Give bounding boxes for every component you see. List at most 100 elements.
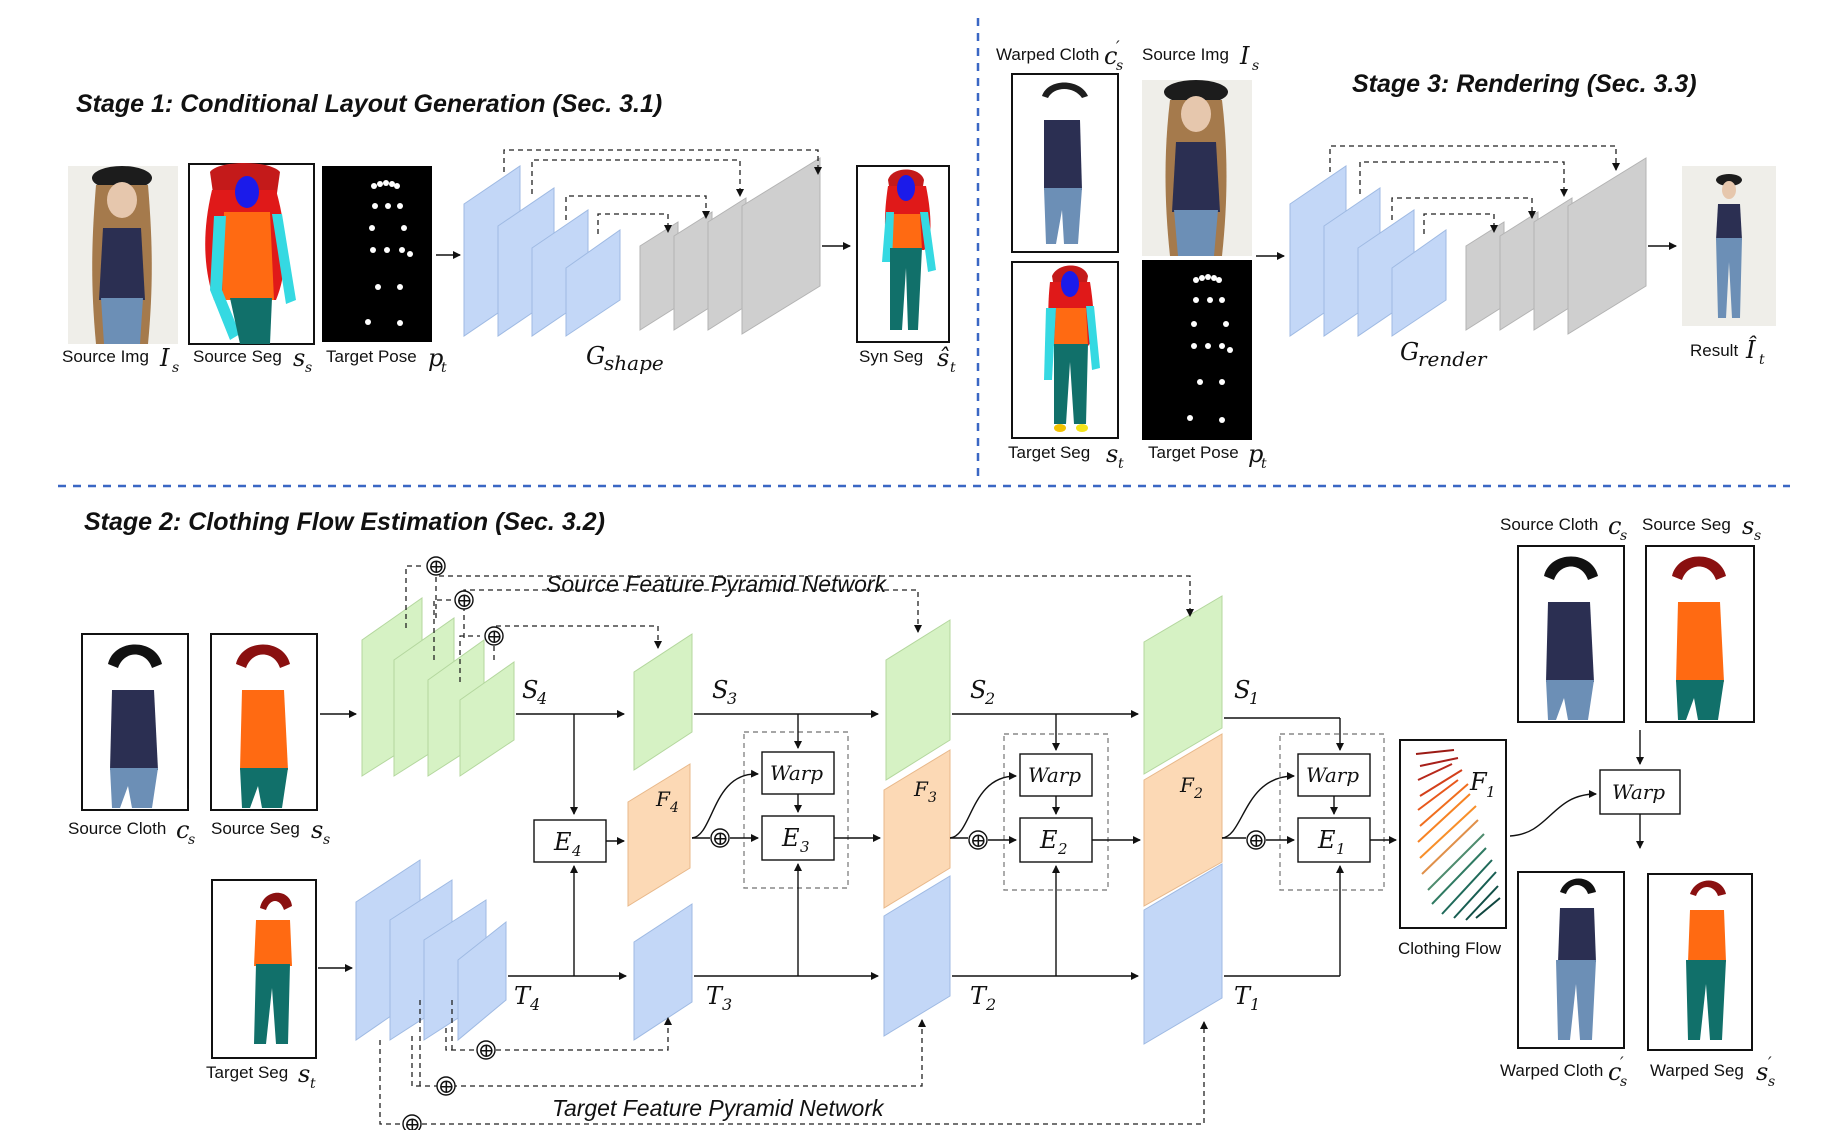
svg-text:t: t: [1261, 456, 1267, 472]
stage2-source-cloth: [81, 633, 189, 811]
stage2-target-seg: [211, 879, 317, 1059]
svg-text:s: s: [1620, 528, 1627, 544]
stage3-caption-target-pose: Target Pose p t: [1148, 440, 1267, 472]
label-S3: S3: [712, 676, 737, 708]
level1-connections: ⊕: [1221, 772, 1397, 852]
svg-text:s: s: [1620, 1074, 1627, 1090]
stage2-warped-cloth: [1517, 871, 1625, 1049]
stage3-source-image: [1142, 80, 1252, 256]
svg-text:Warped Cloth: Warped Cloth: [996, 45, 1099, 64]
source-fpn-oplus-nodes: ⊕ ⊕ ⊕: [426, 554, 504, 648]
svg-text:Warp: Warp: [1306, 763, 1359, 787]
svg-text:⊕: ⊕: [1248, 828, 1265, 852]
svg-text:s: s: [1742, 512, 1754, 540]
svg-text:1: 1: [1249, 689, 1259, 708]
svg-text:s: s: [311, 816, 323, 844]
svg-text:c: c: [1104, 42, 1117, 70]
svg-text:⊕: ⊕: [970, 828, 987, 852]
level3-module: Warp E 3: [743, 714, 849, 976]
stage1-caption-syn-seg: Syn Seg ŝ t: [859, 344, 956, 376]
plane-F4: [627, 763, 691, 907]
svg-text:s: s: [293, 344, 305, 372]
clothing-flow: F 1: [1399, 739, 1507, 929]
g-render-network: G render: [1289, 145, 1647, 371]
svg-text:E: E: [553, 828, 572, 856]
g-shape-network: G shape: [463, 149, 822, 375]
svg-text:4: 4: [571, 842, 582, 860]
svg-text:4: 4: [669, 800, 679, 816]
stage1-caption-source-seg: Source Seg s s: [193, 344, 312, 376]
svg-text:Result: Result: [1690, 341, 1738, 360]
svg-text:Target Seg: Target Seg: [1008, 443, 1090, 462]
stage1-caption-target-pose: Target Pose p t: [326, 344, 447, 376]
plane-S3: [633, 633, 693, 771]
svg-text:⊕: ⊕: [712, 826, 729, 850]
stage1-title: Stage 1: Conditional Layout Generation (…: [76, 90, 662, 118]
svg-text:2: 2: [985, 995, 996, 1014]
svg-text:Î: Î: [1745, 335, 1757, 364]
target-fpn-oplus-nodes: ⊕ ⊕ ⊕: [402, 1038, 496, 1130]
stage2-right-source-cloth: [1517, 545, 1625, 723]
svg-text:t: t: [950, 360, 956, 376]
label-F1: F 1: [1469, 768, 1496, 801]
svg-text:T: T: [970, 982, 988, 1010]
svg-text:render: render: [1418, 347, 1488, 371]
svg-text:c: c: [1608, 1058, 1621, 1086]
label-S2: S2: [970, 676, 995, 708]
svg-text:E: E: [1317, 826, 1336, 854]
svg-text:p: p: [428, 344, 443, 372]
stage1-target-pose: [322, 166, 432, 342]
svg-text:Source Cloth: Source Cloth: [68, 819, 166, 838]
svg-text:F: F: [655, 787, 671, 811]
svg-text:S: S: [712, 676, 728, 704]
source-fpn-encoder: [361, 597, 515, 777]
level2-connections: ⊕: [949, 772, 1141, 852]
svg-text:3: 3: [928, 790, 937, 806]
svg-text:Source Img: Source Img: [62, 347, 149, 366]
svg-text:I: I: [159, 344, 170, 372]
plane-F3: [883, 749, 951, 909]
target-fpn-skip-connections: [379, 1000, 1208, 1125]
stage2-caption-source-cloth: Source Cloth c s: [68, 816, 195, 848]
stage1-caption-source-img: Source Img I s: [62, 344, 179, 376]
svg-text:s: s: [188, 832, 195, 848]
svg-text:Warp: Warp: [770, 761, 823, 785]
stage2-source-seg: [210, 633, 318, 811]
svg-text:2: 2: [1193, 786, 1203, 802]
svg-text:2: 2: [984, 689, 995, 708]
plane-F2: [1143, 733, 1223, 907]
svg-text:G: G: [586, 342, 605, 370]
svg-text:Source Seg: Source Seg: [1642, 515, 1731, 534]
stage2-title: Stage 2: Clothing Flow Estimation (Sec. …: [84, 508, 605, 536]
svg-text:Target Seg: Target Seg: [206, 1063, 288, 1082]
svg-text:E: E: [781, 824, 800, 852]
level3-connections: ⊕: [691, 769, 881, 850]
svg-text:s: s: [323, 832, 330, 848]
plane-T1: [1143, 863, 1223, 1045]
svg-text:Warped Cloth: Warped Cloth: [1500, 1061, 1603, 1080]
svg-text:s: s: [1106, 440, 1118, 468]
svg-text:′: ′: [1116, 37, 1120, 56]
svg-text:t: t: [1759, 352, 1765, 368]
stage1-source-image: [68, 166, 178, 344]
label-S1: S1: [1234, 676, 1259, 708]
svg-text:t: t: [1118, 456, 1124, 472]
svg-text:s: s: [1768, 1074, 1775, 1090]
source-fpn-skip-connections: [405, 565, 1194, 682]
svg-text:E: E: [1039, 826, 1058, 854]
svg-text:Syn Seg: Syn Seg: [859, 347, 923, 366]
svg-text:4: 4: [536, 689, 547, 708]
stage2-caption-target-seg: Target Seg s t: [206, 1060, 316, 1092]
svg-text:Target Pose: Target Pose: [1148, 443, 1239, 462]
svg-text:3: 3: [800, 838, 810, 856]
level2-module: Warp E 2: [1003, 714, 1109, 976]
svg-text:⊕: ⊕: [486, 624, 503, 648]
stage3-caption-result: Result Î t: [1690, 335, 1765, 368]
svg-text:I: I: [1239, 42, 1250, 70]
svg-text:2: 2: [1057, 840, 1068, 858]
plane-T2: [883, 875, 951, 1037]
